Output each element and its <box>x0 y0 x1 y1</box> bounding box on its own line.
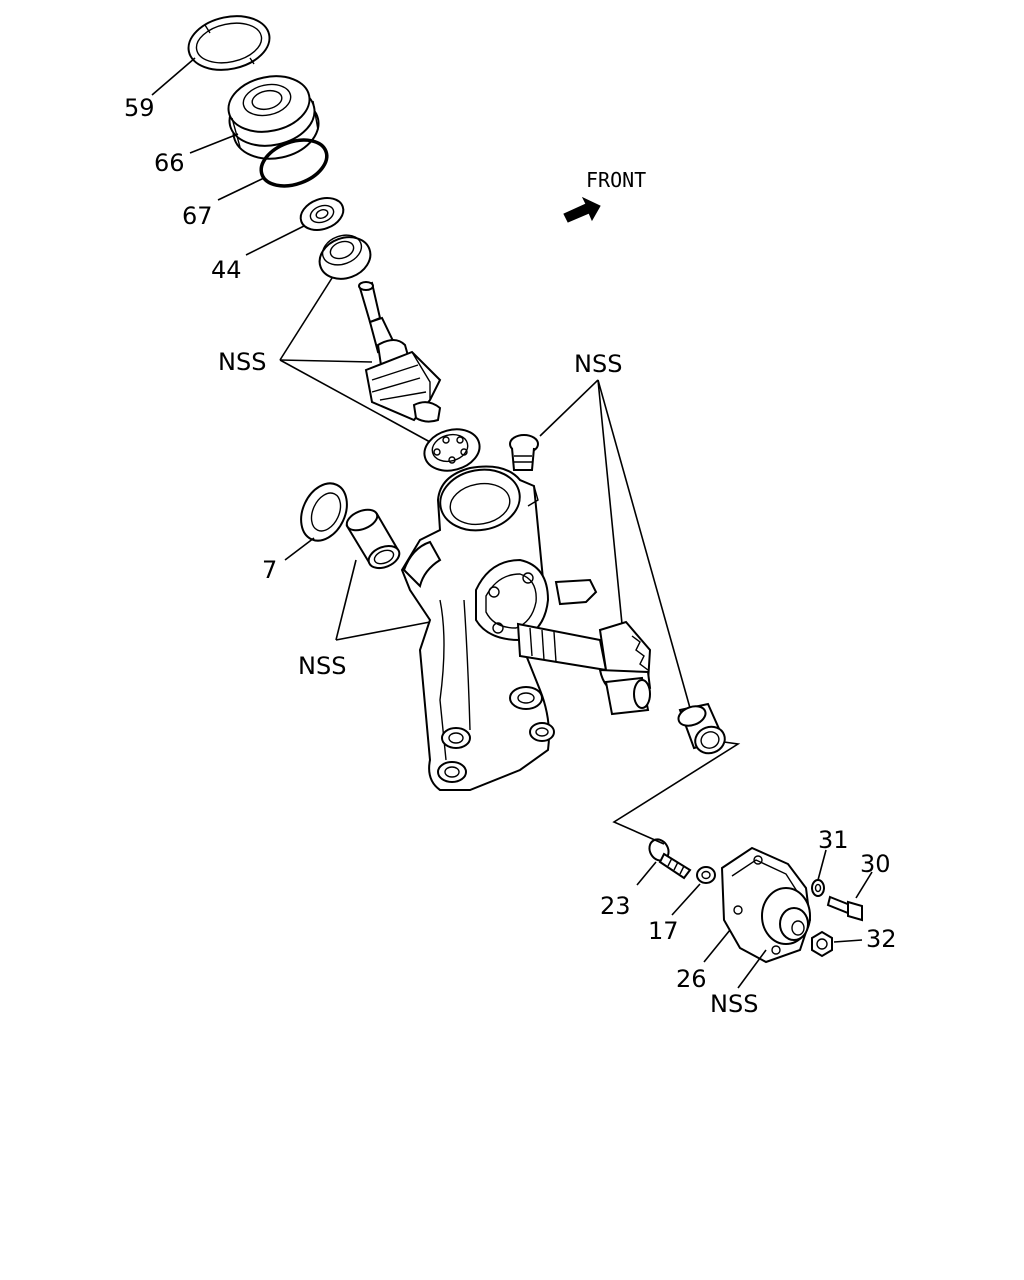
needle-bushing-right <box>677 702 726 755</box>
steering-gear-housing <box>400 465 598 791</box>
lower-pinion-bearing <box>423 428 481 472</box>
callout-nss-pinion: NSS <box>218 348 266 376</box>
callout-23: 23 <box>600 892 631 920</box>
callout-59: 59 <box>124 94 155 122</box>
callout-7: 7 <box>262 556 277 584</box>
front-direction-arrow <box>563 196 601 223</box>
part-30-bolt <box>826 895 863 922</box>
needle-bushing-left <box>345 508 401 570</box>
part-7-seal <box>300 482 348 542</box>
side-cover <box>720 846 812 964</box>
callout-67: 67 <box>182 202 213 230</box>
callout-66: 66 <box>154 149 185 177</box>
housing-plug <box>509 434 539 471</box>
sector-shaft <box>516 620 652 716</box>
callout-nss-bushing: NSS <box>298 652 346 680</box>
callout-31: 31 <box>818 826 849 854</box>
part-44-seal <box>299 197 345 231</box>
upper-bearing <box>318 234 372 280</box>
callout-30: 30 <box>860 850 891 878</box>
part-66-adjusting-plug <box>227 75 320 160</box>
part-31-washer <box>811 879 825 897</box>
callout-26: 26 <box>676 965 707 993</box>
valve-pinion-assembly <box>358 281 442 423</box>
leader-lines <box>151 57 873 989</box>
callout-17: 17 <box>648 917 679 945</box>
callout-nss-cover: NSS <box>710 990 758 1018</box>
front-label: FRONT <box>586 168 646 192</box>
part-23-bolt <box>648 838 692 880</box>
part-67-o-ring <box>259 138 329 188</box>
callout-32: 32 <box>866 925 897 953</box>
part-32-nut <box>811 930 833 958</box>
part-59-snap-ring <box>187 15 271 71</box>
callout-labels: FRONT 59 66 67 44 NSS NSS 7 NSS 31 30 23… <box>124 94 897 1018</box>
arrow-right-up-icon <box>563 196 601 223</box>
callout-nss-housing: NSS <box>574 350 622 378</box>
part-17-washer <box>696 866 716 884</box>
callout-44: 44 <box>211 256 242 284</box>
